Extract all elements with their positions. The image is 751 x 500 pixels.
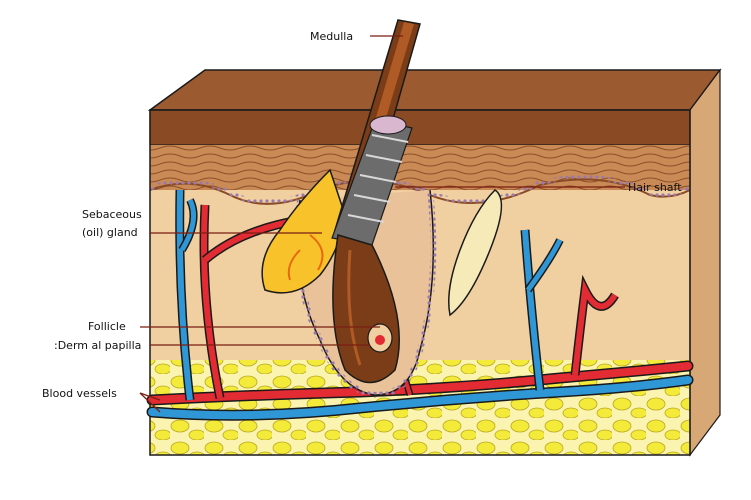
label-follicle: Follicle [88,320,126,333]
label-hair-shaft: Hair shaft [628,181,682,194]
label-dermal-papilla: :Derm al papilla [54,339,142,352]
arrector-muscle [448,189,503,317]
sebaceous-gland [261,168,346,294]
epidermis [149,109,691,146]
skin-block [147,68,722,457]
label-medulla: Medulla [310,30,354,43]
dermal-papilla [367,323,393,353]
label-blood-vessels: Blood vessels [42,387,117,400]
epidermis-top [147,69,722,111]
label-sebaceous-line2: (oil) gland [82,226,138,239]
label-sebaceous-line1: Sebaceous [82,208,142,221]
leader-lines [139,35,625,413]
